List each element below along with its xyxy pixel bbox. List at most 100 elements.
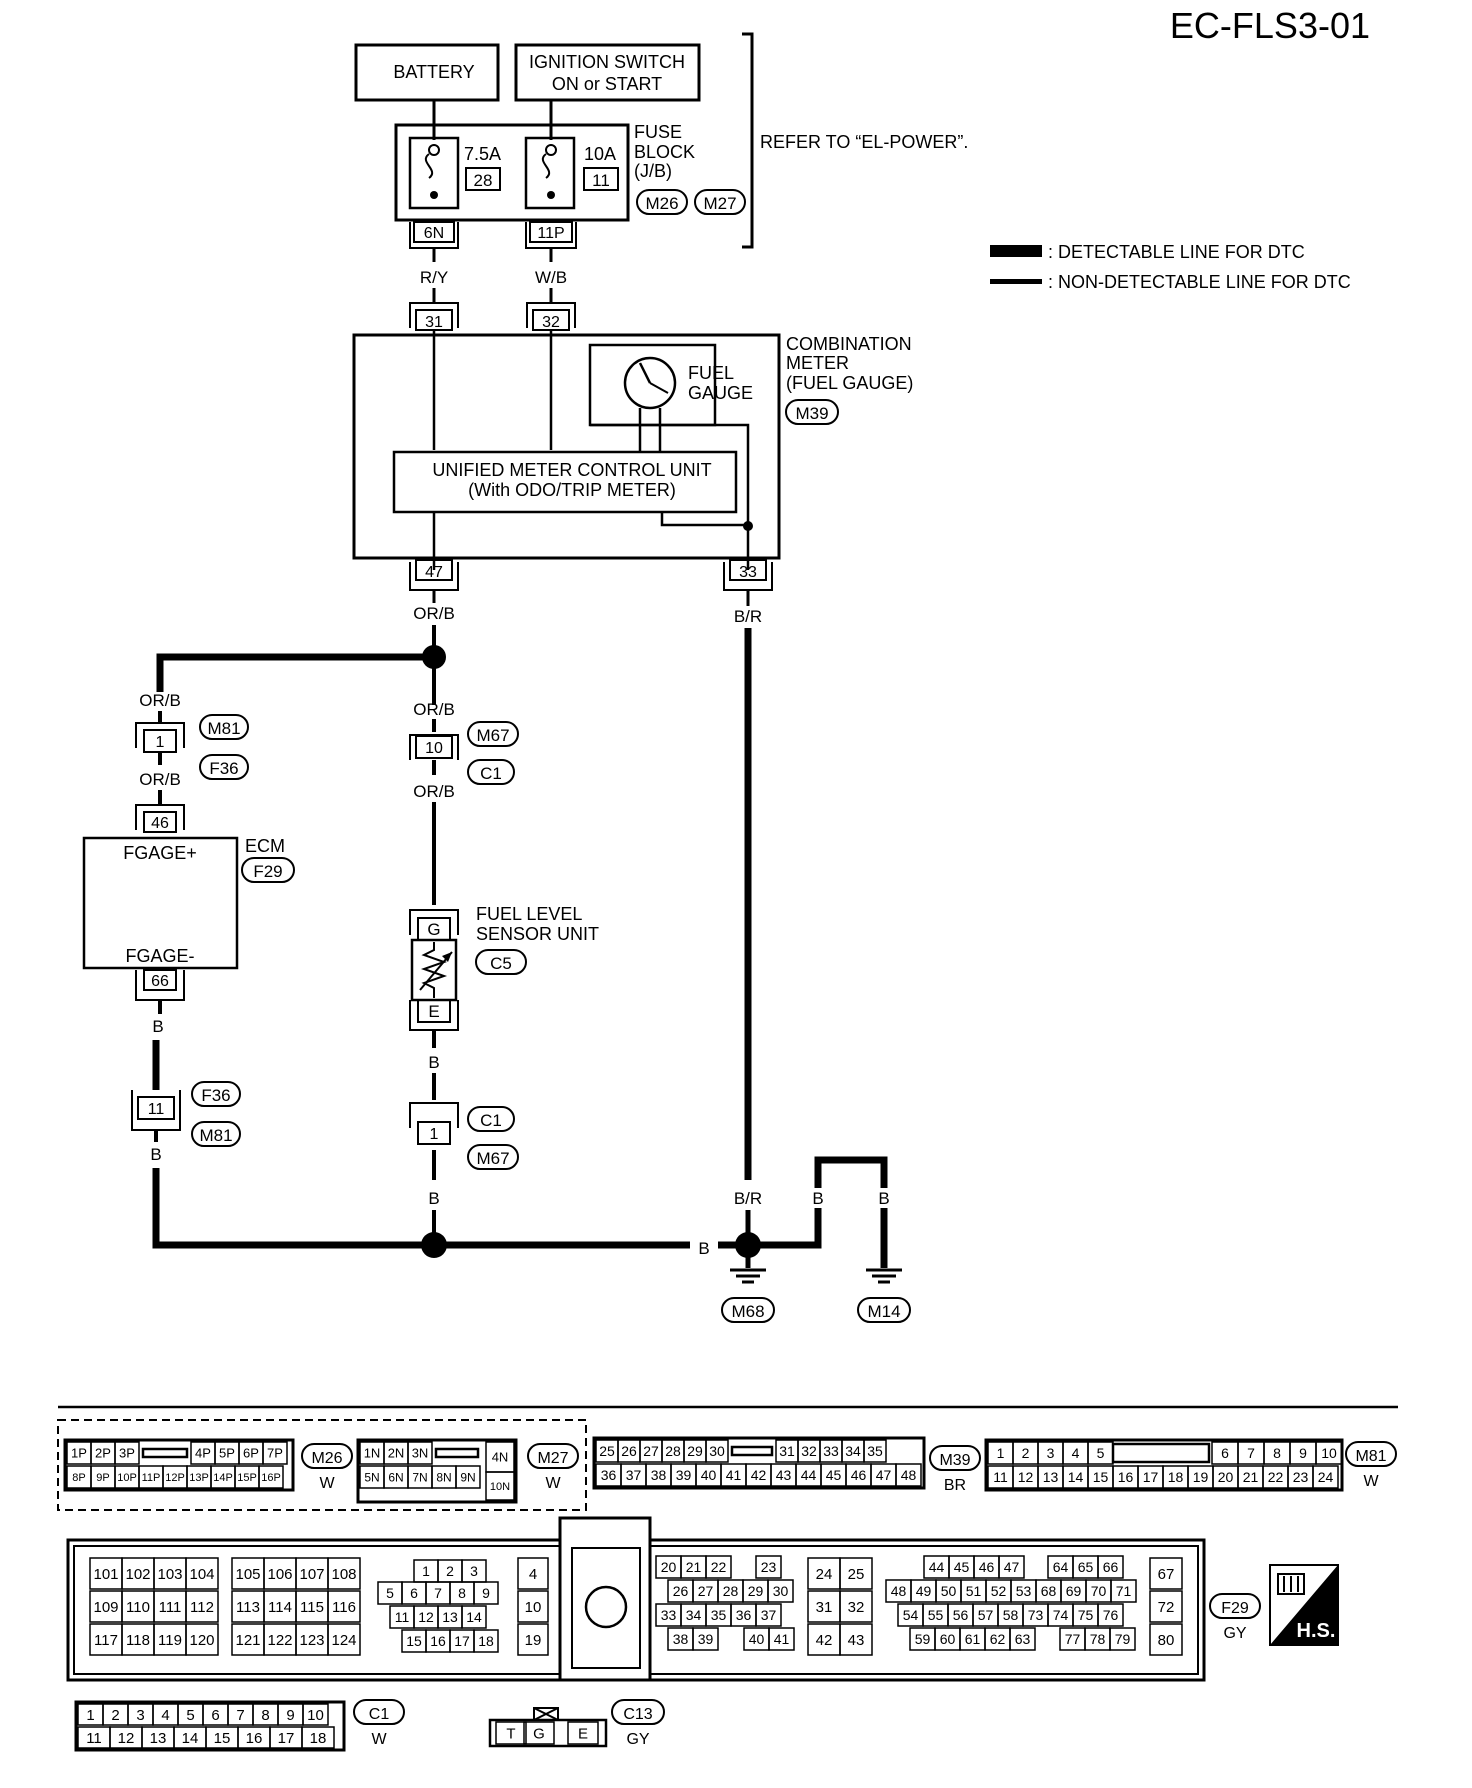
pin-label: 34 — [686, 1607, 702, 1623]
pin-label: 17 — [1143, 1469, 1159, 1485]
pin-label: 22 — [1268, 1469, 1284, 1485]
pin-32: 32 — [542, 314, 560, 331]
pin-label: 78 — [1090, 1631, 1106, 1647]
pin-label: 13P — [189, 1472, 209, 1484]
pin-label: 6P — [243, 1446, 259, 1461]
pin-label: 17 — [454, 1633, 470, 1649]
pin-cell — [1312, 1465, 1339, 1489]
pin-label: 23 — [761, 1559, 777, 1575]
pin-31: 31 — [425, 314, 443, 331]
pin-cell — [755, 1555, 782, 1579]
combination-meter-label-2: METER — [786, 353, 849, 373]
pin-label: 4N — [492, 1450, 509, 1465]
pin-label: G — [533, 1725, 545, 1742]
m81-color: W — [1363, 1473, 1379, 1490]
pin-label: 124 — [331, 1632, 356, 1649]
pin-label: 19 — [1193, 1469, 1209, 1485]
pin-label: 60 — [940, 1631, 956, 1647]
pin-label: 20 — [661, 1559, 677, 1575]
pin-label: 62 — [990, 1631, 1006, 1647]
pin-label: 2N — [388, 1446, 405, 1461]
refer-note: REFER TO “EL-POWER”. — [760, 132, 968, 152]
ecm-term-fgage-plus: FGAGE+ — [123, 843, 197, 863]
terminal-6n: 6N — [424, 225, 444, 242]
pin-label: 101 — [93, 1566, 118, 1583]
unified-meter-control-unit — [392, 450, 738, 514]
pin-cell — [1097, 1603, 1124, 1627]
m26-color: W — [319, 1475, 335, 1492]
pin-label: 27 — [698, 1583, 714, 1599]
pin-cell — [705, 1555, 732, 1579]
pin-cell — [1149, 1557, 1183, 1590]
pin-label: 123 — [299, 1632, 324, 1649]
pin-label: 10P — [117, 1472, 137, 1484]
pin-label: 58 — [1003, 1607, 1019, 1623]
pin-label: 7 — [236, 1707, 244, 1724]
wire-orb-left-top: OR/B — [139, 691, 181, 710]
fuse-block-label-2: BLOCK — [634, 142, 695, 162]
pin-label: 72 — [1158, 1599, 1175, 1616]
pin-label: 112 — [190, 1599, 214, 1616]
tag-c1-upper: C1 — [480, 764, 502, 783]
pin-label: 2 — [1022, 1445, 1030, 1461]
pin-cell — [1110, 1579, 1137, 1603]
pin-label: 12 — [418, 1609, 434, 1625]
pin-label: 119 — [158, 1632, 182, 1649]
pin-label: 13 — [150, 1730, 167, 1747]
combination-meter-label-3: (FUEL GAUGE) — [786, 373, 913, 393]
pin-label: 7 — [1247, 1445, 1255, 1461]
pin-label: 46 — [979, 1559, 995, 1575]
fuel-gauge-label: FUEL — [688, 363, 734, 383]
pin-label: 106 — [267, 1566, 292, 1583]
pin-label: 5P — [219, 1446, 235, 1461]
pin-cell — [517, 1590, 549, 1623]
sensor-pin-e: E — [428, 1002, 439, 1021]
pin-label: 41 — [726, 1467, 742, 1483]
tag-m67-lower: M67 — [476, 1149, 509, 1168]
pin-label: 18 — [1168, 1469, 1184, 1485]
pin-cell — [185, 1590, 219, 1623]
pin-label: 15P — [237, 1472, 257, 1484]
pin-cell — [327, 1590, 361, 1623]
pin-cell — [998, 1555, 1025, 1579]
m27-tag: M27 — [537, 1450, 568, 1467]
pin-label: 42 — [751, 1467, 767, 1483]
terminal-11p: 11P — [537, 225, 564, 242]
combination-meter-connector: M39 — [795, 404, 828, 423]
fuse-block-label-3: (J/B) — [634, 161, 672, 181]
pin-label: 14 — [466, 1609, 482, 1625]
pin-label: 18 — [310, 1730, 327, 1747]
pin-label: 16P — [261, 1472, 281, 1484]
pin-label: 38 — [651, 1467, 667, 1483]
hs-icon — [1269, 1564, 1339, 1646]
pin-label: 9 — [286, 1707, 294, 1724]
pin-label: 34 — [845, 1443, 861, 1459]
pin-label: 16 — [1118, 1469, 1134, 1485]
pin-label: 56 — [953, 1607, 969, 1623]
pin-label: 11P — [142, 1472, 161, 1484]
pin-label: 118 — [126, 1632, 150, 1649]
pin-label: 121 — [235, 1632, 260, 1649]
wire-b-ecm: B — [152, 1017, 163, 1036]
combination-meter-box — [352, 333, 781, 560]
sensor-connector: C5 — [490, 954, 512, 973]
pin-label: 4 — [161, 1707, 169, 1724]
fuel-gauge-dial — [623, 356, 677, 410]
pin-cell — [473, 1629, 499, 1653]
pin-cell — [302, 1703, 329, 1726]
pin-cell — [301, 1726, 335, 1749]
m27-color: W — [545, 1475, 561, 1492]
pin-label: 6 — [211, 1707, 219, 1724]
pin-label: 11 — [395, 1609, 410, 1625]
pin-label: 64 — [1053, 1559, 1069, 1575]
legend-non-detectable: : NON-DETECTABLE LINE FOR DTC — [1048, 272, 1351, 292]
pin-label: 44 — [801, 1467, 817, 1483]
pin-cell — [485, 1471, 515, 1501]
pin-label: 103 — [157, 1566, 182, 1583]
pin-label: 11 — [993, 1469, 1008, 1485]
pin-label: 115 — [300, 1599, 324, 1616]
